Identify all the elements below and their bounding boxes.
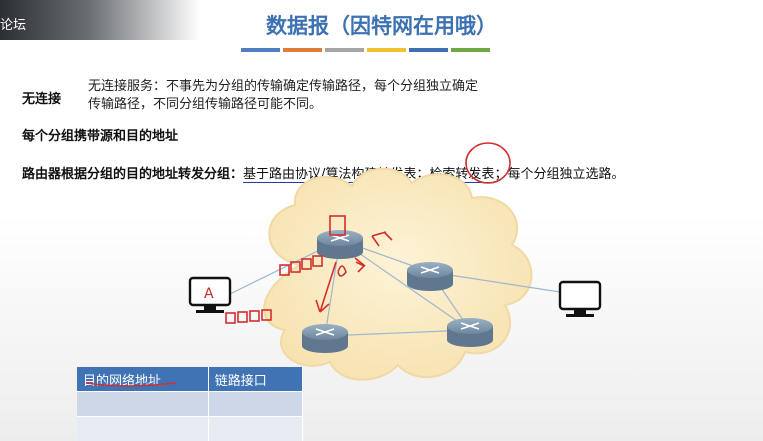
router-icon (407, 262, 453, 291)
table-row (77, 391, 304, 417)
accent-segment-3 (325, 48, 364, 52)
accent-segment-1 (241, 48, 280, 52)
table-header-row: 目的网络地址 链路接口 (77, 367, 304, 392)
top-shade (0, 0, 763, 40)
watermark: 论坛 (0, 18, 27, 33)
accent-segment-5 (409, 48, 448, 52)
col-dest-network: 目的网络地址 (77, 367, 209, 392)
router-icon (302, 324, 348, 353)
routing-lead: 路由器根据分组的目的地址转发分组： (22, 167, 244, 182)
accent-segment-6 (451, 48, 490, 52)
table-cell (77, 391, 209, 417)
router-icon (447, 318, 493, 347)
computer-icon (188, 276, 232, 313)
slide-title: 数据报（因特网在用哦） (266, 14, 497, 38)
accent-segment-2 (283, 48, 322, 52)
accent-color-bar (241, 48, 490, 52)
forwarding-table: 目的网络地址 链路接口 (77, 367, 304, 441)
connectionless-desc-line2: 传输路径，不同分组传输路径可能不同。 (88, 97, 323, 112)
routing-sep2: ； (494, 167, 508, 182)
computer-icon (558, 280, 602, 317)
connectionless-desc-line1: 无连接服务：不事先为分组的传输确定传输路径，每个分组独立确定 (88, 79, 479, 94)
network-links (229, 239, 561, 337)
table-cell (208, 391, 304, 417)
table-cell (77, 416, 209, 441)
carry-address-text: 每个分组携带源和目的地址 (22, 129, 179, 144)
table-cell (208, 416, 304, 441)
table-row (77, 416, 304, 441)
connectionless-label: 无连接 (22, 92, 62, 107)
accent-segment-4 (367, 48, 406, 52)
col-link-interface: 链路接口 (208, 367, 304, 392)
router-icon (317, 230, 363, 259)
host-a-label: A (204, 286, 214, 302)
routing-part3: 每个分组独立选路。 (507, 167, 625, 182)
